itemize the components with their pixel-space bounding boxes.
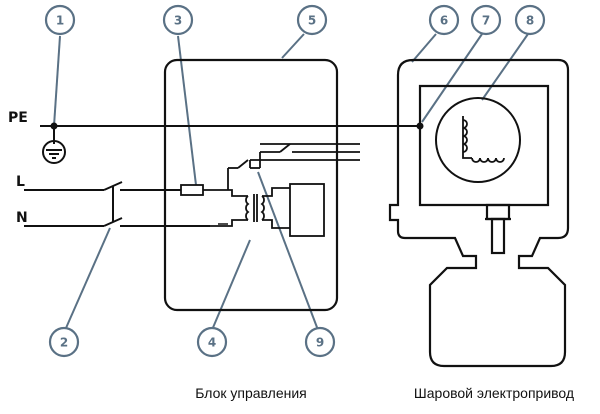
control-unit-box	[163, 58, 339, 312]
leader-8	[481, 33, 529, 101]
callout-2: 2	[48, 326, 80, 358]
fuse	[180, 184, 204, 196]
leader-7	[421, 33, 483, 123]
callout-2-text: 2	[60, 336, 68, 350]
callout-1: 1	[44, 4, 76, 36]
callout-3: 3	[162, 4, 194, 36]
motor	[435, 97, 521, 183]
transformer	[245, 194, 265, 222]
leader-5	[281, 33, 305, 59]
actuator-caption: Шаровой электропривод	[414, 385, 574, 401]
callout-leaders	[53, 33, 529, 331]
leader-4	[211, 239, 251, 331]
callout-8: 8	[514, 4, 546, 36]
leader-6	[411, 33, 437, 63]
leader-1	[53, 35, 61, 127]
pe-label: PE	[8, 110, 28, 126]
callout-9: 9	[304, 326, 336, 358]
leader-2	[65, 227, 111, 329]
callout-7: 7	[470, 4, 502, 36]
controller-block	[289, 183, 325, 237]
leader-9	[257, 171, 319, 331]
supply-lines	[24, 181, 228, 227]
actuator-body	[388, 58, 570, 368]
n-label: N	[16, 210, 28, 226]
callout-4: 4	[196, 326, 228, 358]
pe-conductor	[40, 125, 420, 164]
callout-5-text: 5	[308, 14, 316, 28]
callout-4-text: 4	[208, 336, 216, 350]
pe-junction-dot	[50, 122, 58, 130]
callout-9-text: 9	[316, 336, 324, 350]
callout-5: 5	[296, 4, 328, 36]
l-label: L	[16, 174, 25, 190]
pe-actuator-dot	[416, 122, 424, 130]
callout-1-text: 1	[56, 14, 64, 28]
callout-8-text: 8	[526, 14, 534, 28]
control-unit-caption: Блок управления	[195, 385, 307, 401]
callout-3-text: 3	[174, 14, 182, 28]
callout-7-text: 7	[482, 14, 490, 28]
callout-6-text: 6	[440, 14, 448, 28]
callout-6: 6	[428, 4, 460, 36]
leader-3	[177, 35, 197, 186]
internal-wiring	[203, 143, 360, 229]
